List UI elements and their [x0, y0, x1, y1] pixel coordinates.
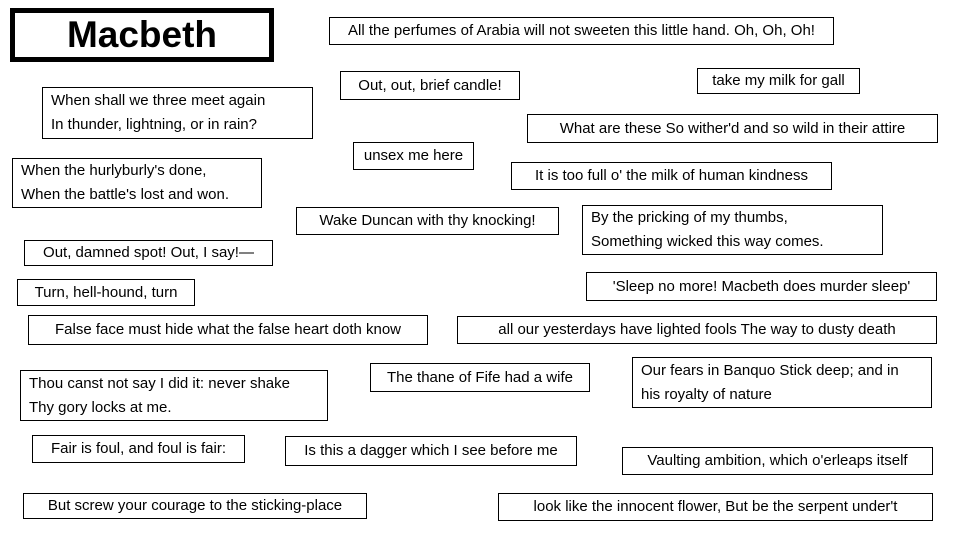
quote-box-gory-locks: Thou canst not say I did it: never shake…	[20, 370, 328, 421]
quote-box-fair-is-foul: Fair is foul, and foul is fair:	[32, 435, 245, 463]
quote-box-fears-in-banquo: Our fears in Banquo Stick deep; and in h…	[632, 357, 932, 408]
quote-box-wake-duncan: Wake Duncan with thy knocking!	[296, 207, 559, 235]
quote-box-damned-spot: Out, damned spot! Out, I say!—	[24, 240, 273, 266]
quote-box-perfumes-of-arabia: All the perfumes of Arabia will not swee…	[329, 17, 834, 45]
quote-box-brief-candle: Out, out, brief candle!	[340, 71, 520, 100]
quote-box-hurlyburly: When the hurlyburly's done, When the bat…	[12, 158, 262, 208]
quote-box-hell-hound: Turn, hell-hound, turn	[17, 279, 195, 306]
quote-box-innocent-flower: look like the innocent flower, But be th…	[498, 493, 933, 521]
slide-title: Macbeth	[10, 8, 274, 62]
quote-box-sleep-no-more: 'Sleep no more! Macbeth does murder slee…	[586, 272, 937, 301]
quote-box-screw-your-courage: But screw your courage to the sticking-p…	[23, 493, 367, 519]
quote-box-dagger: Is this a dagger which I see before me	[285, 436, 577, 466]
quote-box-three-meet-again: When shall we three meet again In thunde…	[42, 87, 313, 139]
quote-box-false-face: False face must hide what the false hear…	[28, 315, 428, 345]
quote-box-milk-for-gall: take my milk for gall	[697, 68, 860, 94]
quote-box-vaulting-ambition: Vaulting ambition, which o'erleaps itsel…	[622, 447, 933, 475]
quote-box-pricking-of-thumbs: By the pricking of my thumbs, Something …	[582, 205, 883, 255]
quote-box-thane-of-fife: The thane of Fife had a wife	[370, 363, 590, 392]
quote-box-unsex-me-here: unsex me here	[353, 142, 474, 170]
quote-box-yesterdays-dusty-death: all our yesterdays have lighted fools Th…	[457, 316, 937, 344]
quote-box-witherd-attire: What are these So wither'd and so wild i…	[527, 114, 938, 143]
quote-box-milk-of-human-kindness: It is too full o' the milk of human kind…	[511, 162, 832, 190]
